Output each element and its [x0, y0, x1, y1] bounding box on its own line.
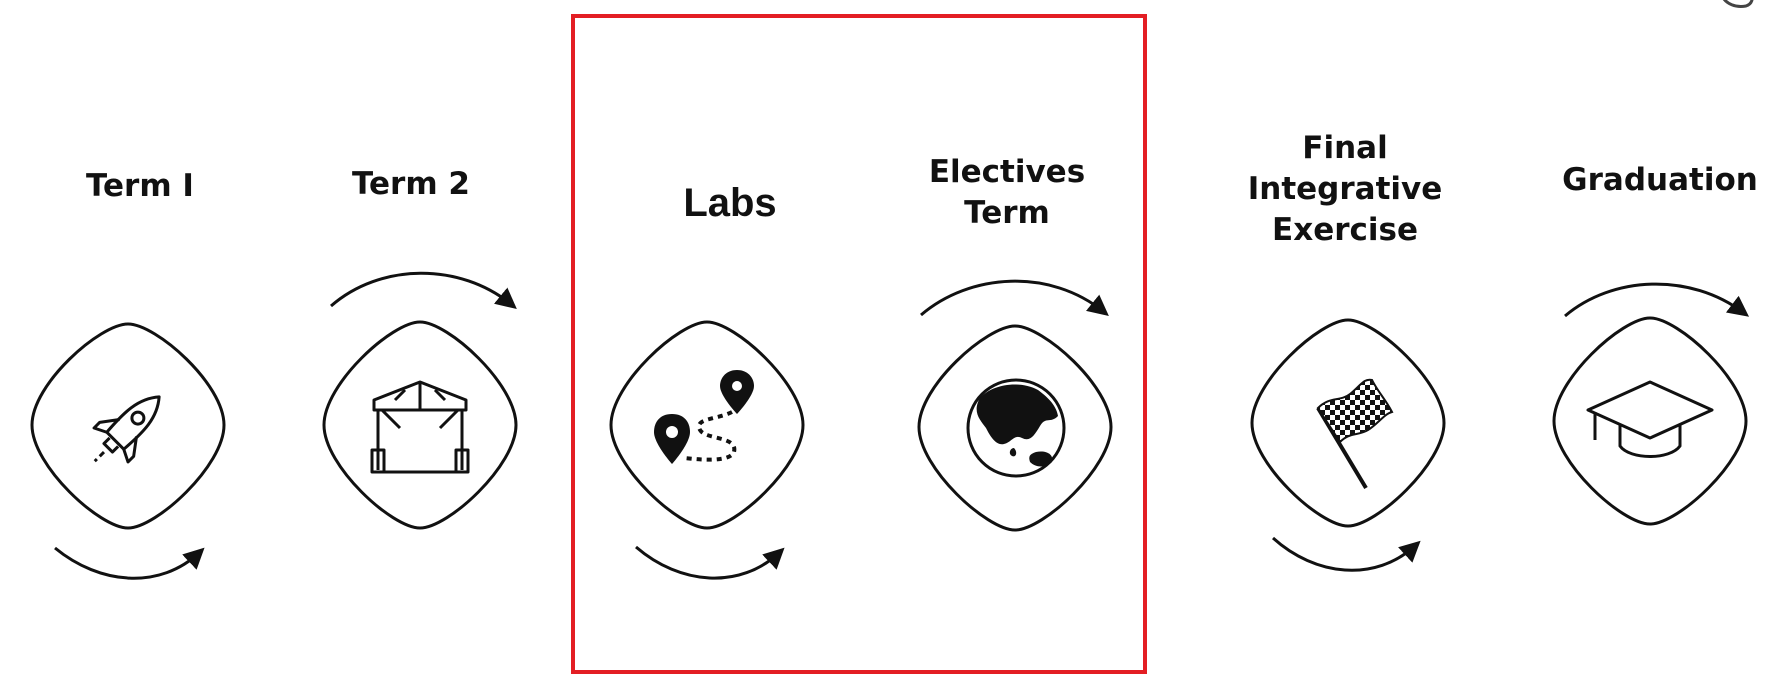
arrow-1 — [54, 546, 205, 580]
step-label-electives-term: Electives Term — [928, 154, 1086, 231]
step-shape-term-2 — [322, 320, 518, 530]
step-shape-labs — [609, 320, 805, 530]
step-label-final-integrative-exercise: Final Integrative Exercise — [1247, 130, 1443, 248]
step-shape-electives — [917, 324, 1113, 532]
frame-structure-icon — [370, 380, 470, 474]
route-pins-icon — [654, 370, 754, 464]
step-label-labs: Labs — [683, 181, 777, 225]
graduation-cap-icon — [1586, 380, 1714, 458]
timeline-diagram: Term I Term 2 Labs Electives Term Final … — [30, 0, 1758, 674]
rocket-icon — [92, 395, 161, 464]
corner-fragment-icon — [1722, 0, 1754, 8]
arrow-2 — [330, 271, 517, 310]
diagram-graphics — [30, 271, 1750, 580]
step-label-term-1: Term I — [86, 168, 194, 204]
arrow-3 — [635, 545, 785, 580]
checkered-flag-icon — [1316, 378, 1394, 490]
arrow-4 — [920, 279, 1109, 317]
step-label-graduation: Graduation — [1562, 162, 1758, 198]
arrow-5 — [1271, 536, 1421, 572]
step-shape-final — [1250, 318, 1446, 528]
step-shape-term-1 — [30, 322, 226, 530]
arrow-6 — [1564, 282, 1750, 318]
globe-icon — [966, 378, 1066, 478]
step-shape-graduation — [1552, 316, 1748, 526]
step-label-term-2: Term 2 — [351, 166, 470, 202]
